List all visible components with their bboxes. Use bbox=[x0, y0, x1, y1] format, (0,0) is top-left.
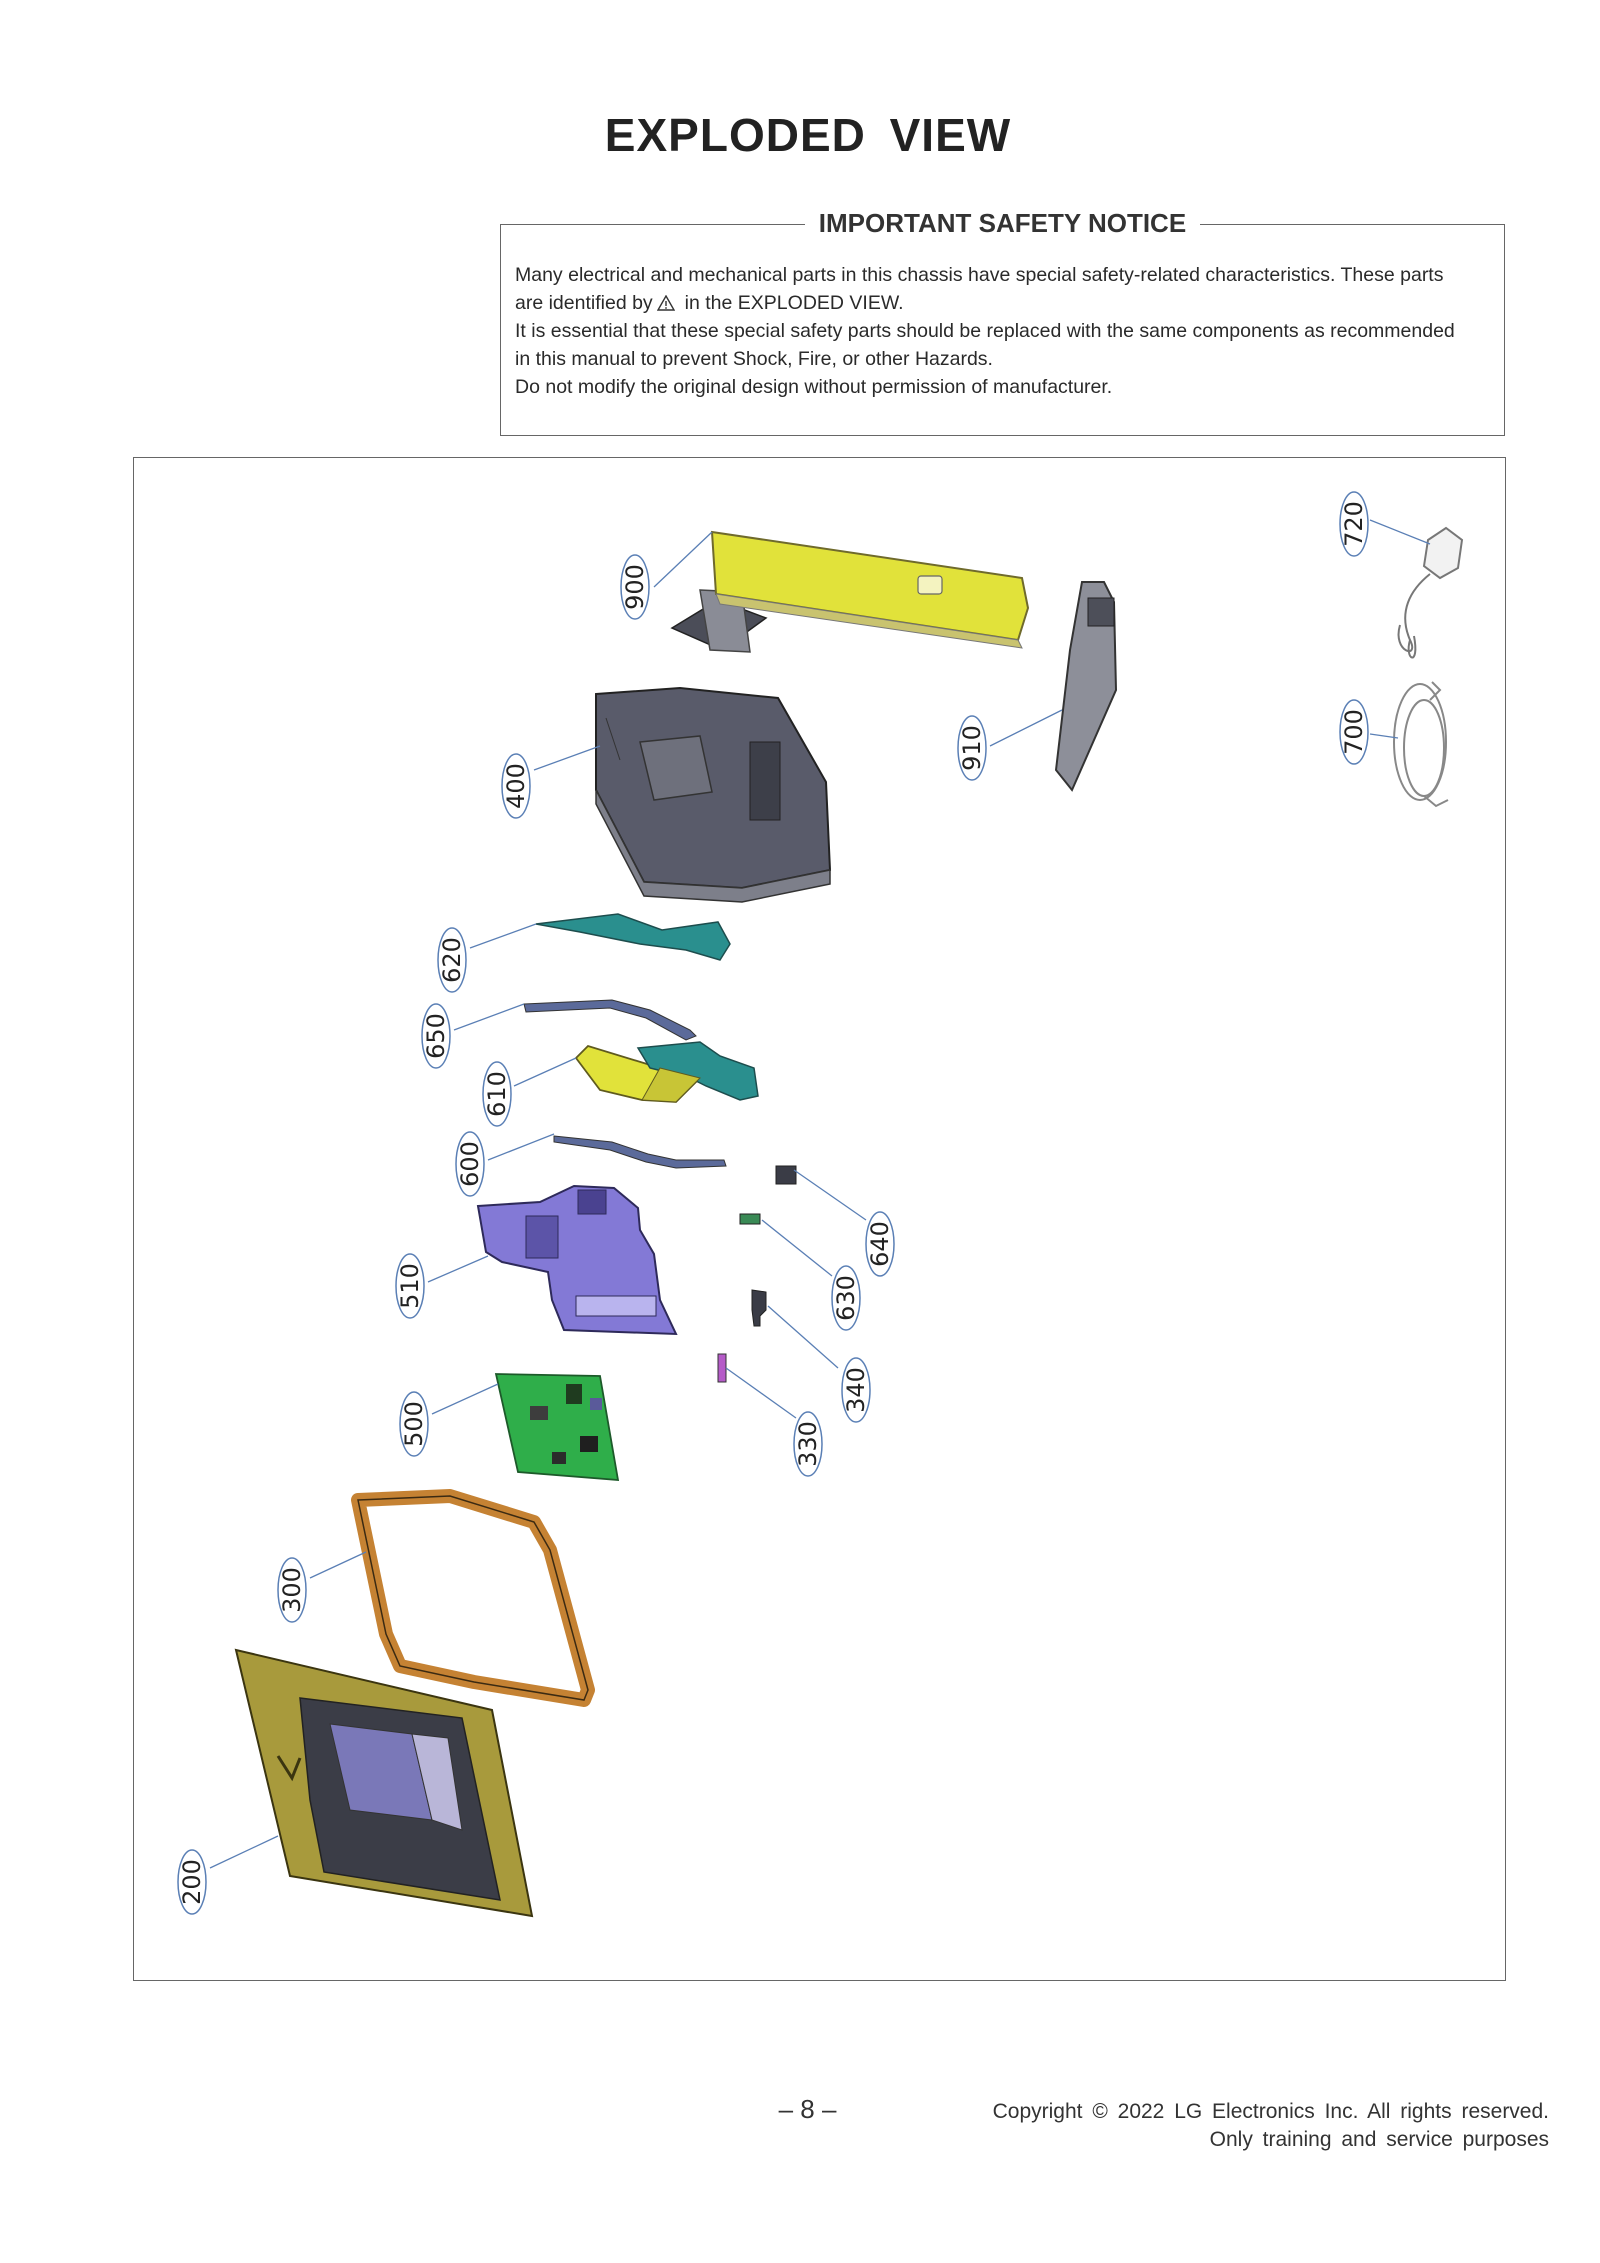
part-600-cable bbox=[553, 1135, 727, 1169]
callout-500: 500 bbox=[400, 1401, 428, 1447]
safety-notice-title: IMPORTANT SAFETY NOTICE bbox=[804, 208, 1201, 238]
copyright-block: Copyright © 2022 LG Electronics Inc. All… bbox=[993, 2098, 1549, 2154]
part-330-small-board bbox=[717, 1353, 727, 1383]
callout-700: 700 bbox=[1340, 709, 1368, 755]
part-400-back-cover bbox=[595, 686, 832, 903]
part-610-bracket bbox=[574, 1041, 759, 1103]
callout-330: 330 bbox=[794, 1421, 822, 1467]
warning-triangle-icon bbox=[656, 295, 675, 311]
part-340-small-board bbox=[751, 1289, 767, 1327]
part-510-shield bbox=[476, 1184, 678, 1336]
page-title: EXPLODED VIEW bbox=[604, 109, 1012, 161]
notice-line-5: Do not modify the original design withou… bbox=[515, 376, 1113, 398]
safety-notice-body: Many electrical and mechanical parts in … bbox=[515, 261, 1491, 401]
notice-line-2-start: are identified by bbox=[515, 292, 653, 314]
callout-630: 630 bbox=[832, 1275, 860, 1321]
notice-line-3: It is essential that these special safet… bbox=[515, 320, 1455, 342]
part-720-adapter bbox=[1397, 526, 1464, 659]
callout-640: 640 bbox=[866, 1221, 894, 1267]
part-500-main-board bbox=[494, 1373, 620, 1481]
part-640-small-board bbox=[775, 1165, 797, 1185]
part-200-panel bbox=[234, 1648, 534, 1918]
notice-line-1: Many electrical and mechanical parts in … bbox=[515, 264, 1444, 286]
callout-620: 620 bbox=[438, 937, 466, 983]
part-300-middle-frame bbox=[351, 1489, 595, 1707]
callout-600: 600 bbox=[456, 1141, 484, 1187]
callout-610: 610 bbox=[483, 1071, 511, 1117]
notice-line-4: in this manual to prevent Shock, Fire, o… bbox=[515, 348, 993, 370]
callout-510: 510 bbox=[396, 1263, 424, 1309]
callout-650: 650 bbox=[422, 1013, 450, 1059]
callout-400: 400 bbox=[502, 763, 530, 809]
part-650-cable bbox=[523, 999, 697, 1041]
callout-200: 200 bbox=[178, 1859, 206, 1905]
part-910-stand-base bbox=[1054, 581, 1118, 792]
callout-300: 300 bbox=[278, 1567, 306, 1613]
callout-340: 340 bbox=[842, 1367, 870, 1413]
safety-notice-box: IMPORTANT SAFETY NOTICE Many electrical … bbox=[500, 208, 1505, 436]
callout-910: 910 bbox=[958, 725, 986, 771]
copyright-line-1: Copyright © 2022 LG Electronics Inc. All… bbox=[992, 2100, 1549, 2123]
notice-line-2-end: in the EXPLODED VIEW. bbox=[684, 292, 904, 314]
callout-720: 720 bbox=[1340, 501, 1368, 547]
callouts: 900 910 720 700 400 620 650 610 600 510 … bbox=[177, 491, 1431, 1915]
callout-900: 900 bbox=[621, 564, 649, 610]
part-700-power-cord bbox=[1393, 681, 1449, 808]
notice-line-2: are identified by in the EXPLODED VIEW. bbox=[515, 289, 1491, 317]
exploded-view-frame bbox=[133, 457, 1506, 1981]
part-900-stand-arm bbox=[670, 530, 1030, 653]
copyright-line-2: Only training and service purposes bbox=[1209, 2128, 1549, 2151]
part-620-bracket bbox=[535, 913, 731, 961]
part-630-small-board bbox=[739, 1213, 761, 1225]
page-number: – 8 – bbox=[778, 2094, 837, 2124]
